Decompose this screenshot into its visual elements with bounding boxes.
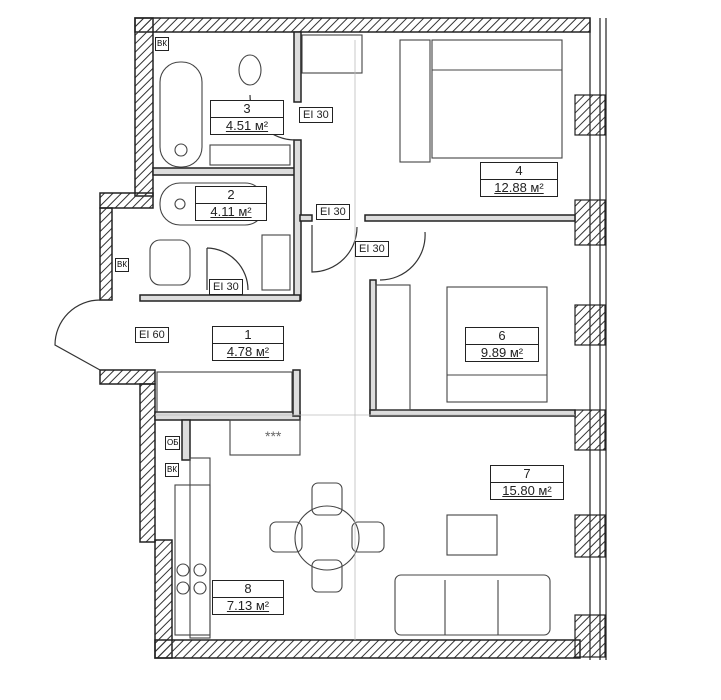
bed-4 bbox=[431, 39, 563, 159]
room-area: 4.51 м² bbox=[225, 118, 269, 133]
room-number: 3 bbox=[211, 101, 283, 118]
sink-3 bbox=[209, 144, 291, 166]
fire-rating-bath3: EI 30 bbox=[299, 107, 333, 123]
shaft-ob: ОБ bbox=[165, 436, 181, 450]
toilet-2 bbox=[149, 239, 191, 286]
room-number: 8 bbox=[213, 581, 283, 598]
shaft-vk-3: ВК bbox=[165, 463, 179, 477]
toilet-3 bbox=[238, 54, 262, 86]
fire-rating-bath2: EI 30 bbox=[209, 279, 243, 295]
sink-2 bbox=[261, 234, 291, 291]
shaft-vk-1: ВК bbox=[155, 37, 169, 51]
room-area: 4.11 м² bbox=[210, 204, 252, 219]
grid-lines bbox=[155, 40, 575, 640]
room-area: 7.13 м² bbox=[226, 598, 270, 613]
bed-6 bbox=[446, 286, 548, 403]
room-area: 4.78 м² bbox=[226, 344, 270, 359]
sofa bbox=[394, 574, 551, 636]
room-area: 9.89 м² bbox=[480, 345, 524, 360]
fire-rating-bedroom4: EI 30 bbox=[316, 204, 350, 220]
wardrobe-1 bbox=[156, 371, 293, 413]
room-area: 12.88 м² bbox=[494, 180, 544, 195]
room-number: 7 bbox=[491, 466, 563, 483]
room-area: 15.80 м² bbox=[502, 483, 552, 498]
shaft-vk-2: ВК bbox=[115, 258, 129, 272]
window-column bbox=[574, 18, 607, 660]
room-number: 1 bbox=[213, 327, 283, 344]
room-number: 4 bbox=[481, 163, 557, 180]
fire-rating-bedroom6: EI 30 bbox=[355, 241, 389, 257]
exterior-walls bbox=[99, 17, 591, 659]
room-number: 6 bbox=[466, 328, 538, 345]
fire-rating-entry: EI 60 bbox=[135, 327, 169, 343]
fixtures bbox=[149, 34, 563, 639]
coffee-table bbox=[446, 514, 498, 556]
stove-mark: *** bbox=[265, 428, 282, 444]
room-number: 2 bbox=[196, 187, 266, 204]
bathtub-3 bbox=[159, 61, 203, 168]
counter bbox=[229, 419, 301, 456]
dining-table bbox=[294, 505, 360, 571]
